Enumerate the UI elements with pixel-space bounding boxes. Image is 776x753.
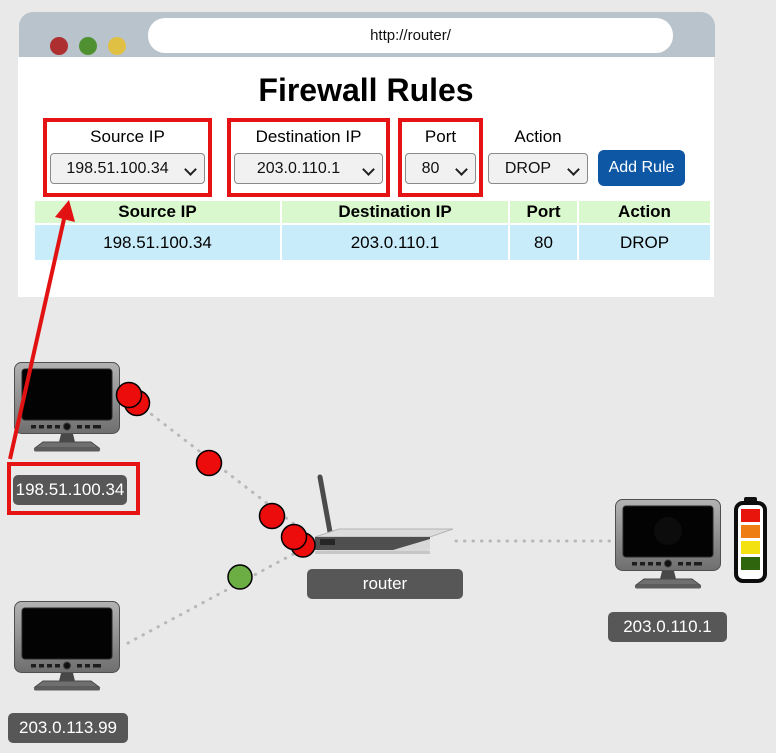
source-ip-selected-value: 198.51.100.34 xyxy=(66,159,169,177)
battery-status-icon xyxy=(734,497,767,583)
network-link xyxy=(136,402,318,543)
cell-port: 80 xyxy=(510,225,577,260)
packet-dot-blocked xyxy=(123,389,151,417)
port-label: Port xyxy=(424,127,457,146)
port-select[interactable]: 80 xyxy=(405,153,476,184)
packet-dot-allowed xyxy=(227,564,253,590)
destination-ip-select[interactable]: 203.0.110.1 xyxy=(234,153,383,184)
port-selected-value: 80 xyxy=(421,159,440,177)
action-selected-value: DROP xyxy=(504,159,552,177)
device-label-router: router xyxy=(307,569,463,599)
destination-ip-group: Destination IP 203.0.110.1 xyxy=(227,118,390,197)
col-port: Port xyxy=(510,201,577,223)
action-select[interactable]: DROP xyxy=(488,153,588,184)
chevron-down-icon xyxy=(567,163,580,176)
col-source-ip: Source IP xyxy=(35,201,280,223)
chevron-down-icon xyxy=(362,163,375,176)
source-ip-label: Source IP xyxy=(90,127,165,146)
action-label: Action xyxy=(514,127,562,146)
destination-ip-label: Destination IP xyxy=(255,127,362,146)
minimize-button[interactable] xyxy=(79,37,97,55)
computer-icon xyxy=(14,362,120,452)
cell-source-ip: 198.51.100.34 xyxy=(35,225,280,260)
destination-ip-selected-value: 203.0.110.1 xyxy=(256,159,341,177)
url-bar[interactable]: http://router/ xyxy=(148,18,673,53)
computer-icon xyxy=(615,499,721,589)
packet-dot-blocked xyxy=(258,502,286,530)
source-ip-group: Source IP 198.51.100.34 xyxy=(43,118,212,197)
browser-titlebar: http://router/ xyxy=(19,12,715,57)
maximize-button[interactable] xyxy=(108,37,126,55)
chevron-down-icon xyxy=(455,163,468,176)
cell-destination-ip: 203.0.110.1 xyxy=(282,225,508,260)
device-label-right: 203.0.110.1 xyxy=(608,612,727,642)
source-label-highlight-box xyxy=(7,462,140,515)
source-ip-select[interactable]: 198.51.100.34 xyxy=(50,153,205,184)
close-button[interactable] xyxy=(50,37,68,55)
cell-action: DROP xyxy=(579,225,710,260)
action-group: Action DROP xyxy=(488,118,588,197)
table-header-row: Source IP Destination IP Port Action xyxy=(35,201,710,223)
page-title: Firewall Rules xyxy=(258,72,474,108)
rules-table: Source IP Destination IP Port Action 198… xyxy=(33,199,712,262)
packet-dot-blocked xyxy=(195,449,223,477)
chevron-down-icon xyxy=(184,163,197,176)
port-group: Port 80 xyxy=(398,118,483,197)
computer-icon xyxy=(14,601,120,691)
device-label-source: 198.51.100.34 xyxy=(13,475,127,505)
table-row: 198.51.100.34 203.0.110.1 80 DROP xyxy=(35,225,710,260)
col-action: Action xyxy=(579,201,710,223)
add-rule-button[interactable]: Add Rule xyxy=(598,150,685,186)
network-link xyxy=(126,549,301,645)
device-label-bottom-left: 203.0.113.99 xyxy=(8,713,128,743)
router-icon xyxy=(314,474,454,554)
col-destination-ip: Destination IP xyxy=(282,201,508,223)
